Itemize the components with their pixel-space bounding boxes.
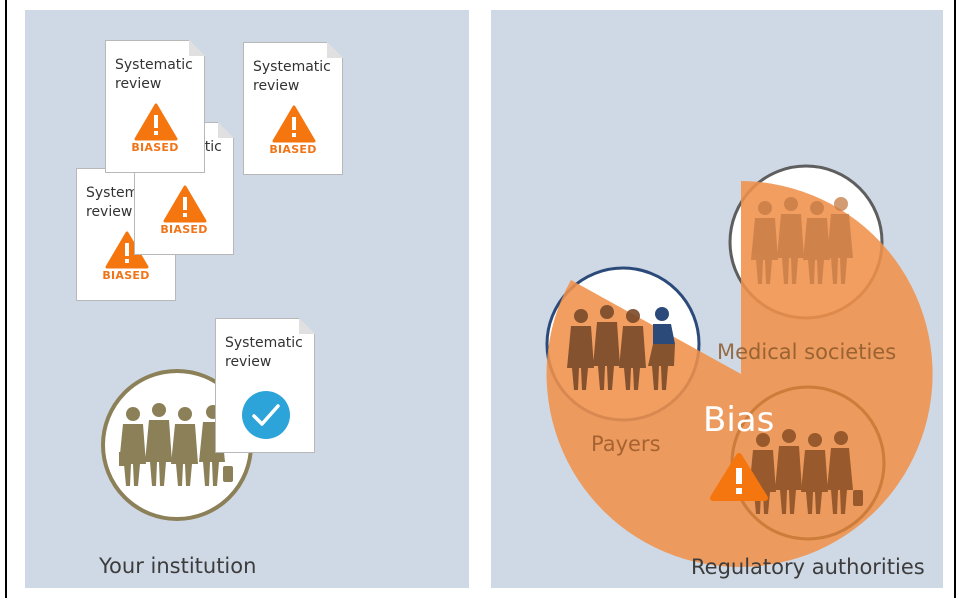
systematic-review-document: Systematic review BIASED xyxy=(105,40,205,173)
payers-person-highlight-icon xyxy=(653,307,675,344)
institution-panel: Systematic review BIASED Systematic revi… xyxy=(25,10,469,588)
warning-icon xyxy=(272,105,316,143)
medical-societies-label: Medical societies xyxy=(717,340,897,364)
institution-circle xyxy=(101,369,253,521)
page-fold xyxy=(327,42,343,58)
stakeholders-panel: Medical societies Payers Bias Regulatory… xyxy=(491,10,943,588)
systematic-review-document-valid: Systematic review xyxy=(215,318,315,453)
biased-badge: BIASED xyxy=(131,141,179,154)
document-title: Systematic review xyxy=(253,59,331,94)
biased-badge: BIASED xyxy=(160,223,208,236)
regulatory-authorities-label: Regulatory authorities xyxy=(691,555,925,579)
systematic-review-document: Systematic review BIASED xyxy=(243,42,343,175)
document-title: Systematic review xyxy=(225,335,303,370)
warning-icon xyxy=(710,453,768,501)
payers-people-icon xyxy=(567,305,646,390)
page-fold xyxy=(299,318,315,334)
biased-badge: BIASED xyxy=(102,269,150,282)
bias-diagram xyxy=(545,164,933,567)
warning-icon xyxy=(134,103,178,141)
regulatory-people-icon xyxy=(749,429,863,514)
page-fold xyxy=(218,122,234,138)
document-title: Systematic review xyxy=(115,57,193,92)
people-group-icon xyxy=(119,403,233,486)
payers-label: Payers xyxy=(591,432,661,456)
biased-badge: BIASED xyxy=(269,143,317,156)
bias-label: Bias xyxy=(703,400,775,440)
page-fold xyxy=(189,40,205,56)
check-icon xyxy=(242,391,290,439)
medical-societies-people-icon xyxy=(751,197,853,284)
institution-caption: Your institution xyxy=(99,554,257,578)
warning-icon xyxy=(163,185,207,223)
slide-frame xyxy=(5,0,956,598)
